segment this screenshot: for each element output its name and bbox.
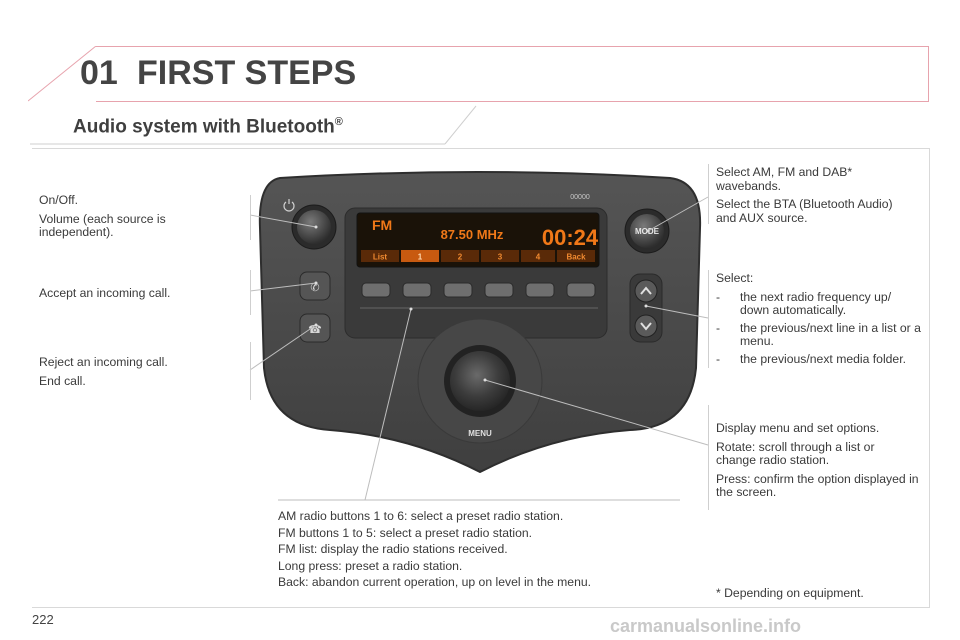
section-title: Audio system with Bluetooth® (73, 116, 343, 138)
annotation-select-item-1: the next radio frequency up/ down automa… (716, 290, 910, 318)
annotation-accept-line-1: Accept an incoming call. (39, 286, 171, 300)
section-title-decoration (30, 105, 477, 145)
preset-button-5[interactable] (525, 282, 555, 298)
menu-label: MENU (468, 429, 492, 438)
separator-accept (250, 270, 251, 315)
preset-button-3[interactable] (443, 282, 473, 298)
tab-3[interactable] (481, 250, 519, 262)
annotation-reject-line-1: Reject an incoming call. (39, 355, 168, 369)
annotation-menu-line-3: Press: confirm the option displayed in t… (716, 471, 919, 499)
separator-onoff (250, 195, 251, 240)
annotation-mode: Select AM, FM and DAB* wavebands. Select… (716, 165, 916, 230)
annotation-buttons-line-2: FM buttons 1 to 5: select a preset radio… (278, 525, 533, 540)
tab-label-4: 4 (536, 253, 541, 262)
preset-buttons (360, 282, 598, 309)
tab-back[interactable] (557, 250, 595, 262)
top-code: 00000 (570, 194, 590, 201)
tab-label-3: 3 (498, 253, 503, 262)
annotation-buttons: AM radio buttons 1 to 6: select a preset… (278, 509, 678, 590)
header-corner-decoration (28, 46, 97, 102)
annotation-menu-line-1: Display menu and set options. (716, 421, 880, 435)
annotation-mode-line-2: Select the BTA (Bluetooth Audio) and AUX… (716, 197, 893, 225)
annotation-buttons-line-3: FM list: display the radio stations rece… (278, 542, 508, 556)
tab-list[interactable] (361, 250, 399, 262)
display-tab-bar: List 1 2 3 4 Back (361, 250, 595, 262)
chapter-number: 01 (80, 54, 118, 92)
annotation-onoff-line-2: Volume (each source is independent). (39, 211, 166, 239)
footnote: * Depending on equipment. (716, 586, 864, 600)
tab-label-2: 2 (458, 253, 463, 262)
page-number: 222 (32, 612, 54, 627)
seek-up-button[interactable] (634, 279, 658, 303)
separator-mode (708, 164, 709, 224)
annotation-reject: Reject an incoming call. End call. (39, 355, 239, 393)
chevron-up-icon (640, 286, 652, 295)
accept-call-icon: ✆ (310, 282, 319, 294)
annotation-accept: Accept an incoming call. (39, 286, 239, 306)
chevron-down-icon (640, 322, 652, 331)
separator-menu (708, 405, 709, 510)
frequency-readout: 87.50 MHz (441, 227, 504, 242)
watermark: carmanualsonline.info (610, 616, 802, 636)
reject-call-icon: ☎ (308, 324, 322, 336)
separator-reject (250, 342, 251, 400)
tab-label-1: 1 (418, 253, 423, 262)
preset-button-1[interactable] (361, 282, 391, 298)
annotation-buttons-line-5: Back: abandon current operation, up on l… (278, 575, 592, 589)
preset-button-2[interactable] (402, 282, 432, 298)
header-frame (96, 46, 929, 102)
annotation-menu-line-2: Rotate: scroll through a list or change … (716, 439, 875, 467)
accept-call-button[interactable] (299, 271, 331, 301)
separator-select (708, 270, 709, 368)
annotation-onoff: On/Off. Volume (each source is independe… (39, 193, 239, 245)
preset-button-4[interactable] (484, 282, 514, 298)
annotation-select: Select: the next radio frequency up/ dow… (716, 271, 928, 370)
annotation-select-item-3: the previous/next media folder. (716, 352, 928, 367)
section-title-text: Audio system with Bluetooth (73, 116, 335, 138)
clock-readout: 00:24 (542, 225, 599, 250)
content-frame (32, 148, 930, 608)
annotation-buttons-line-1: AM radio buttons 1 to 6: select a preset… (278, 509, 564, 523)
annotation-onoff-line-1: On/Off. (39, 193, 79, 207)
annotation-select-heading: Select: (716, 271, 754, 285)
tab-label-back: Back (566, 253, 586, 262)
tab-2[interactable] (441, 250, 479, 262)
annotation-mode-line-1: Select AM, FM and DAB* wavebands. (716, 165, 853, 193)
tab-1[interactable] (401, 250, 439, 262)
reject-call-button[interactable] (299, 313, 331, 343)
radio-unit: 00000 FM 87.50 MHz 00:24 List 1 2 3 4 Ba… (258, 171, 702, 473)
annotation-select-item-2: the previous/next line in a list or a me… (716, 321, 928, 349)
annotation-menu: Display menu and set options. Rotate: sc… (716, 421, 921, 505)
power-icon (283, 199, 295, 212)
section-title-suffix: ® (334, 116, 343, 128)
annotation-select-list: the next radio frequency up/ down automa… (716, 290, 928, 367)
chapter-title: FIRST STEPS (137, 54, 357, 92)
menu-knob[interactable] (450, 351, 510, 411)
band-label: FM (372, 217, 392, 233)
annotation-buttons-line-4: Long press: preset a radio station. (278, 558, 463, 573)
tab-4[interactable] (521, 250, 555, 262)
preset-button-6[interactable] (566, 282, 596, 298)
seek-down-button[interactable] (634, 314, 658, 338)
tab-label-list: List (373, 253, 388, 262)
annotation-reject-line-2: End call. (39, 373, 86, 388)
